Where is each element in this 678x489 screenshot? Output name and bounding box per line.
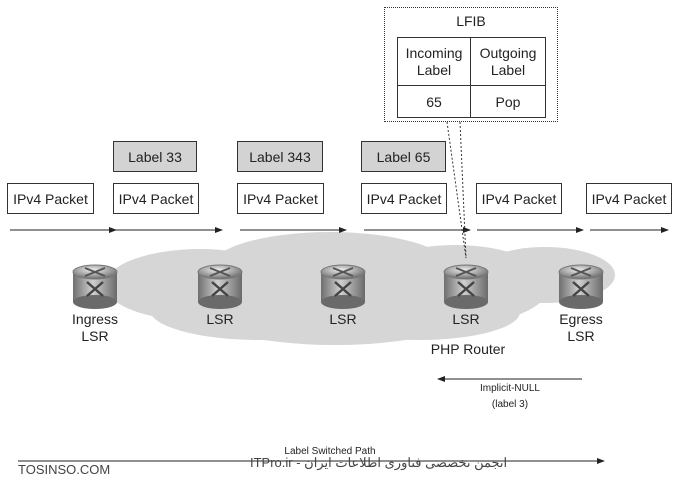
lsr-label: LSR bbox=[329, 311, 357, 327]
lsr-label: LSR bbox=[452, 311, 480, 327]
lfib-cell-incoming: 65 bbox=[397, 85, 471, 118]
php-router-label: PHP Router bbox=[430, 341, 506, 357]
router-icon bbox=[197, 264, 243, 309]
watermark-left: TOSINSO.COM bbox=[18, 462, 111, 477]
packet-box: IPv4 Packet bbox=[476, 183, 562, 214]
watermark-right: ITPro.ir - انجمن تخصصی فناوری اطلاعات ای… bbox=[250, 455, 508, 470]
ingress-lsr-label: Ingress LSR bbox=[72, 311, 118, 344]
lfib-callout bbox=[446, 121, 467, 259]
implicit-null-sublabel: (label 3) bbox=[491, 399, 529, 410]
router-icon bbox=[320, 264, 366, 309]
lsp-label: Label Switched Path bbox=[284, 446, 376, 457]
router-icon bbox=[443, 264, 489, 309]
label-box: Label 33 bbox=[113, 141, 197, 172]
lfib-box: LFIB Incoming Label Outgoing Label 65 Po… bbox=[384, 7, 558, 122]
lfib-header-incoming: Incoming Label bbox=[397, 37, 471, 86]
packet-box: IPv4 Packet bbox=[113, 183, 199, 214]
lfib-title: LFIB bbox=[456, 13, 486, 29]
lfib-table: Incoming Label Outgoing Label 65 Pop bbox=[397, 37, 546, 118]
label-box: Label 343 bbox=[237, 141, 323, 172]
lfib-header-outgoing: Outgoing Label bbox=[470, 37, 546, 86]
label-box: Label 65 bbox=[361, 141, 446, 172]
packet-box: IPv4 Packet bbox=[586, 183, 672, 214]
router-icon bbox=[72, 264, 118, 309]
packet-box: IPv4 Packet bbox=[7, 183, 94, 214]
packet-box: IPv4 Packet bbox=[361, 183, 447, 214]
implicit-null-label: Implicit-NULL bbox=[479, 383, 540, 394]
egress-lsr-label: Egress LSR bbox=[559, 311, 603, 344]
lfib-cell-outgoing: Pop bbox=[470, 85, 546, 118]
lsr-label: LSR bbox=[206, 311, 234, 327]
packet-box: IPv4 Packet bbox=[237, 183, 324, 214]
router-icon bbox=[558, 264, 604, 309]
